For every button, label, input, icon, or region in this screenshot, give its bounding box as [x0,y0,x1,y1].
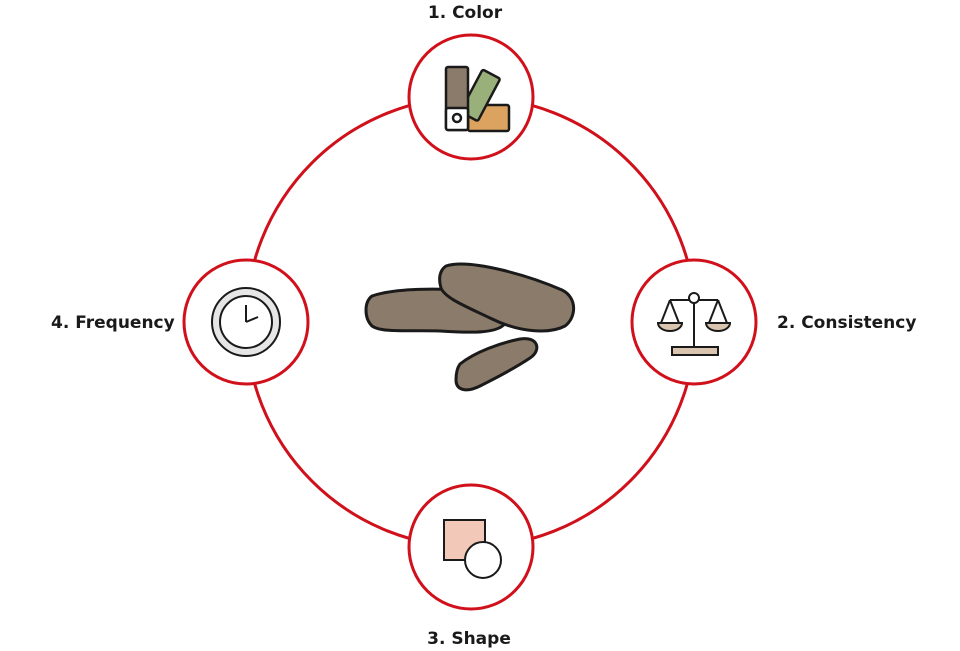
node-color [407,33,535,161]
balance-scale-icon [656,292,732,356]
node-shape [407,483,535,611]
color-swatch-icon [444,65,511,133]
label-consistency: 2. Consistency [777,313,916,333]
node-frequency [182,258,310,386]
square-circle-shape-icon [443,519,502,579]
clock-icon [211,287,281,357]
stool-illustration [364,262,576,392]
label-frequency: 4. Frequency [51,313,175,333]
label-color: 1. Color [428,3,503,23]
label-shape: 3. Shape [427,629,511,649]
node-consistency [630,258,758,386]
